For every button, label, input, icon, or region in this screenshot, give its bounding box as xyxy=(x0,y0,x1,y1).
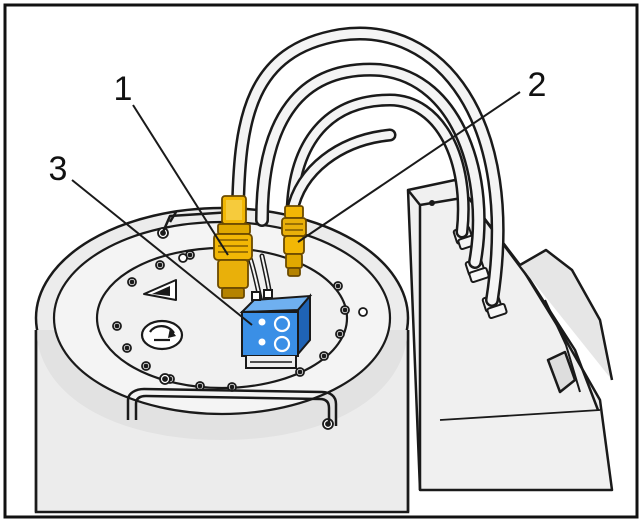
connector-1 xyxy=(213,195,253,299)
front-handle xyxy=(126,387,338,426)
figure-frame xyxy=(3,3,639,519)
rotation-direction-icon xyxy=(140,319,184,351)
side-bracket xyxy=(406,178,614,492)
leader-lines xyxy=(71,91,521,326)
leader-line-3 xyxy=(71,179,253,326)
warning-triangle-icon xyxy=(143,279,177,301)
valve-block-3 xyxy=(239,289,313,369)
callout-label-3: 3 xyxy=(49,150,68,188)
callout-label-2: 2 xyxy=(528,66,547,104)
leader-line-2 xyxy=(297,91,521,243)
callout-label-1: 1 xyxy=(114,70,133,108)
lid-rim xyxy=(52,220,392,416)
leader-line-1 xyxy=(132,104,229,256)
connector-2 xyxy=(281,205,307,277)
hose-assembly xyxy=(231,26,505,307)
